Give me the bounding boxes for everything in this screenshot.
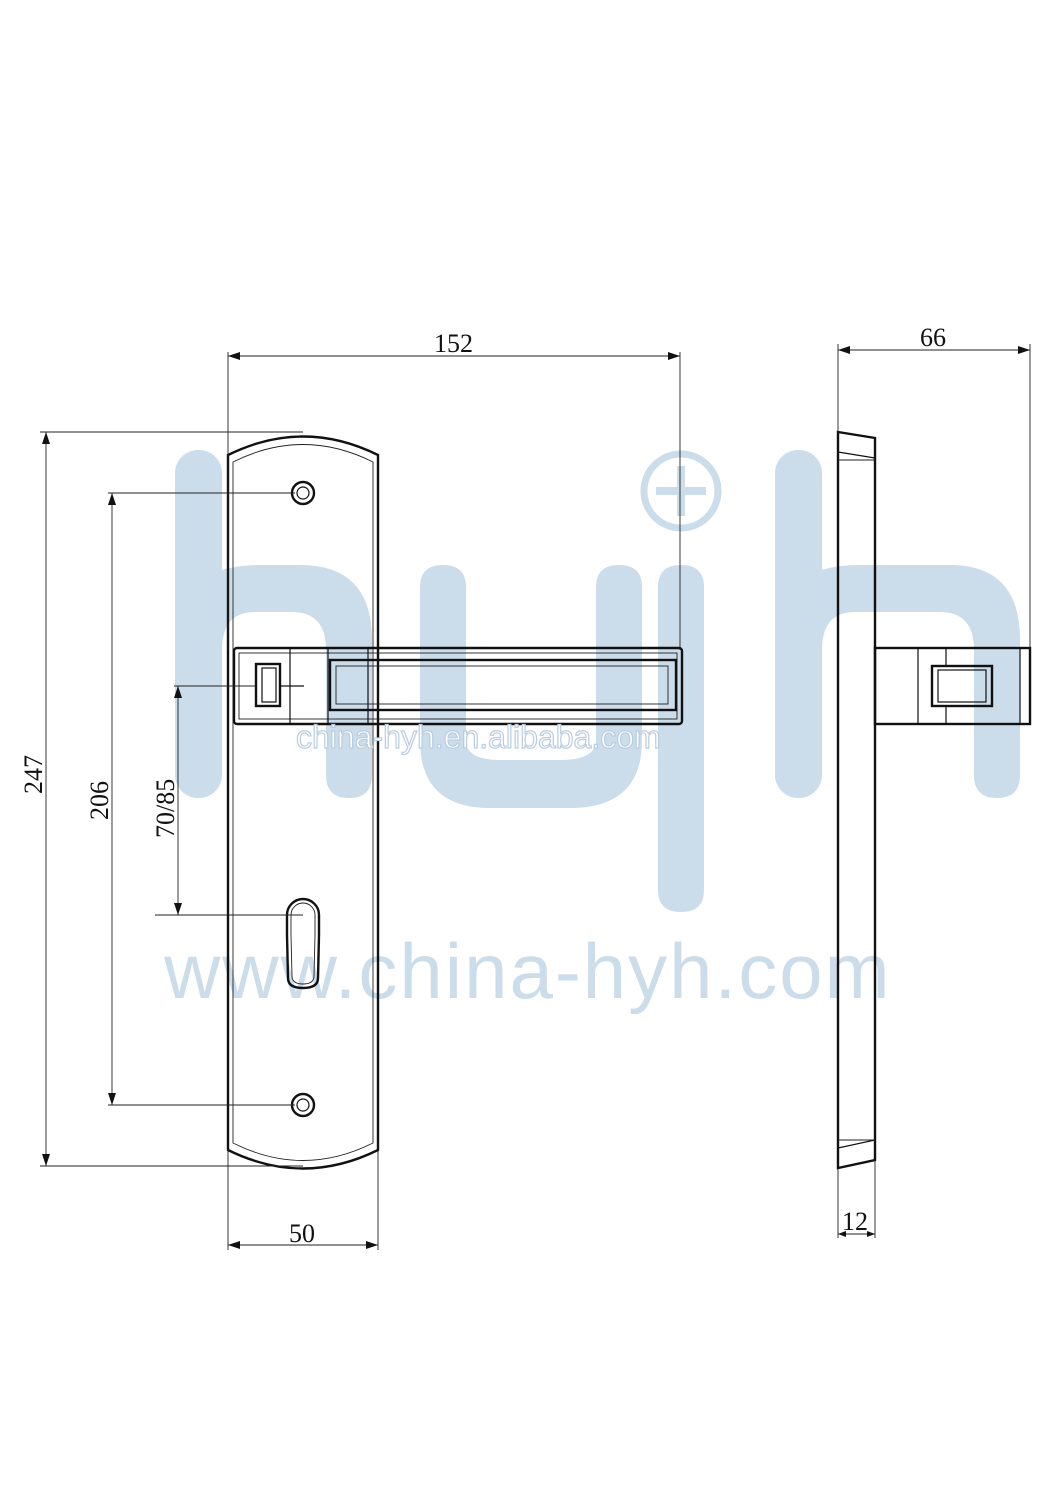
dimension-overall-length: 152 [227, 329, 681, 650]
dim-label-206: 206 [85, 781, 114, 820]
dim-label-247: 247 [19, 755, 48, 794]
watermark-url-large: www.china-hyh.com [163, 927, 892, 1015]
dim-label-66: 66 [920, 323, 946, 352]
dim-label-50: 50 [289, 1219, 315, 1248]
cylinder-keyhole [285, 897, 321, 990]
dimension-plate-height: 247 [19, 431, 303, 1167]
dimension-backset: 70/85 [151, 685, 303, 916]
dimension-projection: 66 [837, 323, 1031, 650]
dim-label-12: 12 [842, 1207, 868, 1236]
dim-label-70-85: 70/85 [151, 779, 180, 838]
dimension-screw-spacing: 206 [85, 492, 295, 1106]
side-view [836, 430, 1032, 1170]
dim-label-152: 152 [434, 329, 473, 358]
watermark-url-small: china-hyh.en.alibaba.com [296, 719, 661, 755]
dimension-plate-width: 50 [227, 1150, 379, 1250]
backplate-front-view [226, 435, 380, 1170]
screw-hole-top [290, 480, 316, 506]
dimension-plate-thickness: 12 [837, 1160, 876, 1238]
hyh-watermark-logo [175, 450, 1020, 912]
screw-hole-bottom [290, 1092, 316, 1118]
